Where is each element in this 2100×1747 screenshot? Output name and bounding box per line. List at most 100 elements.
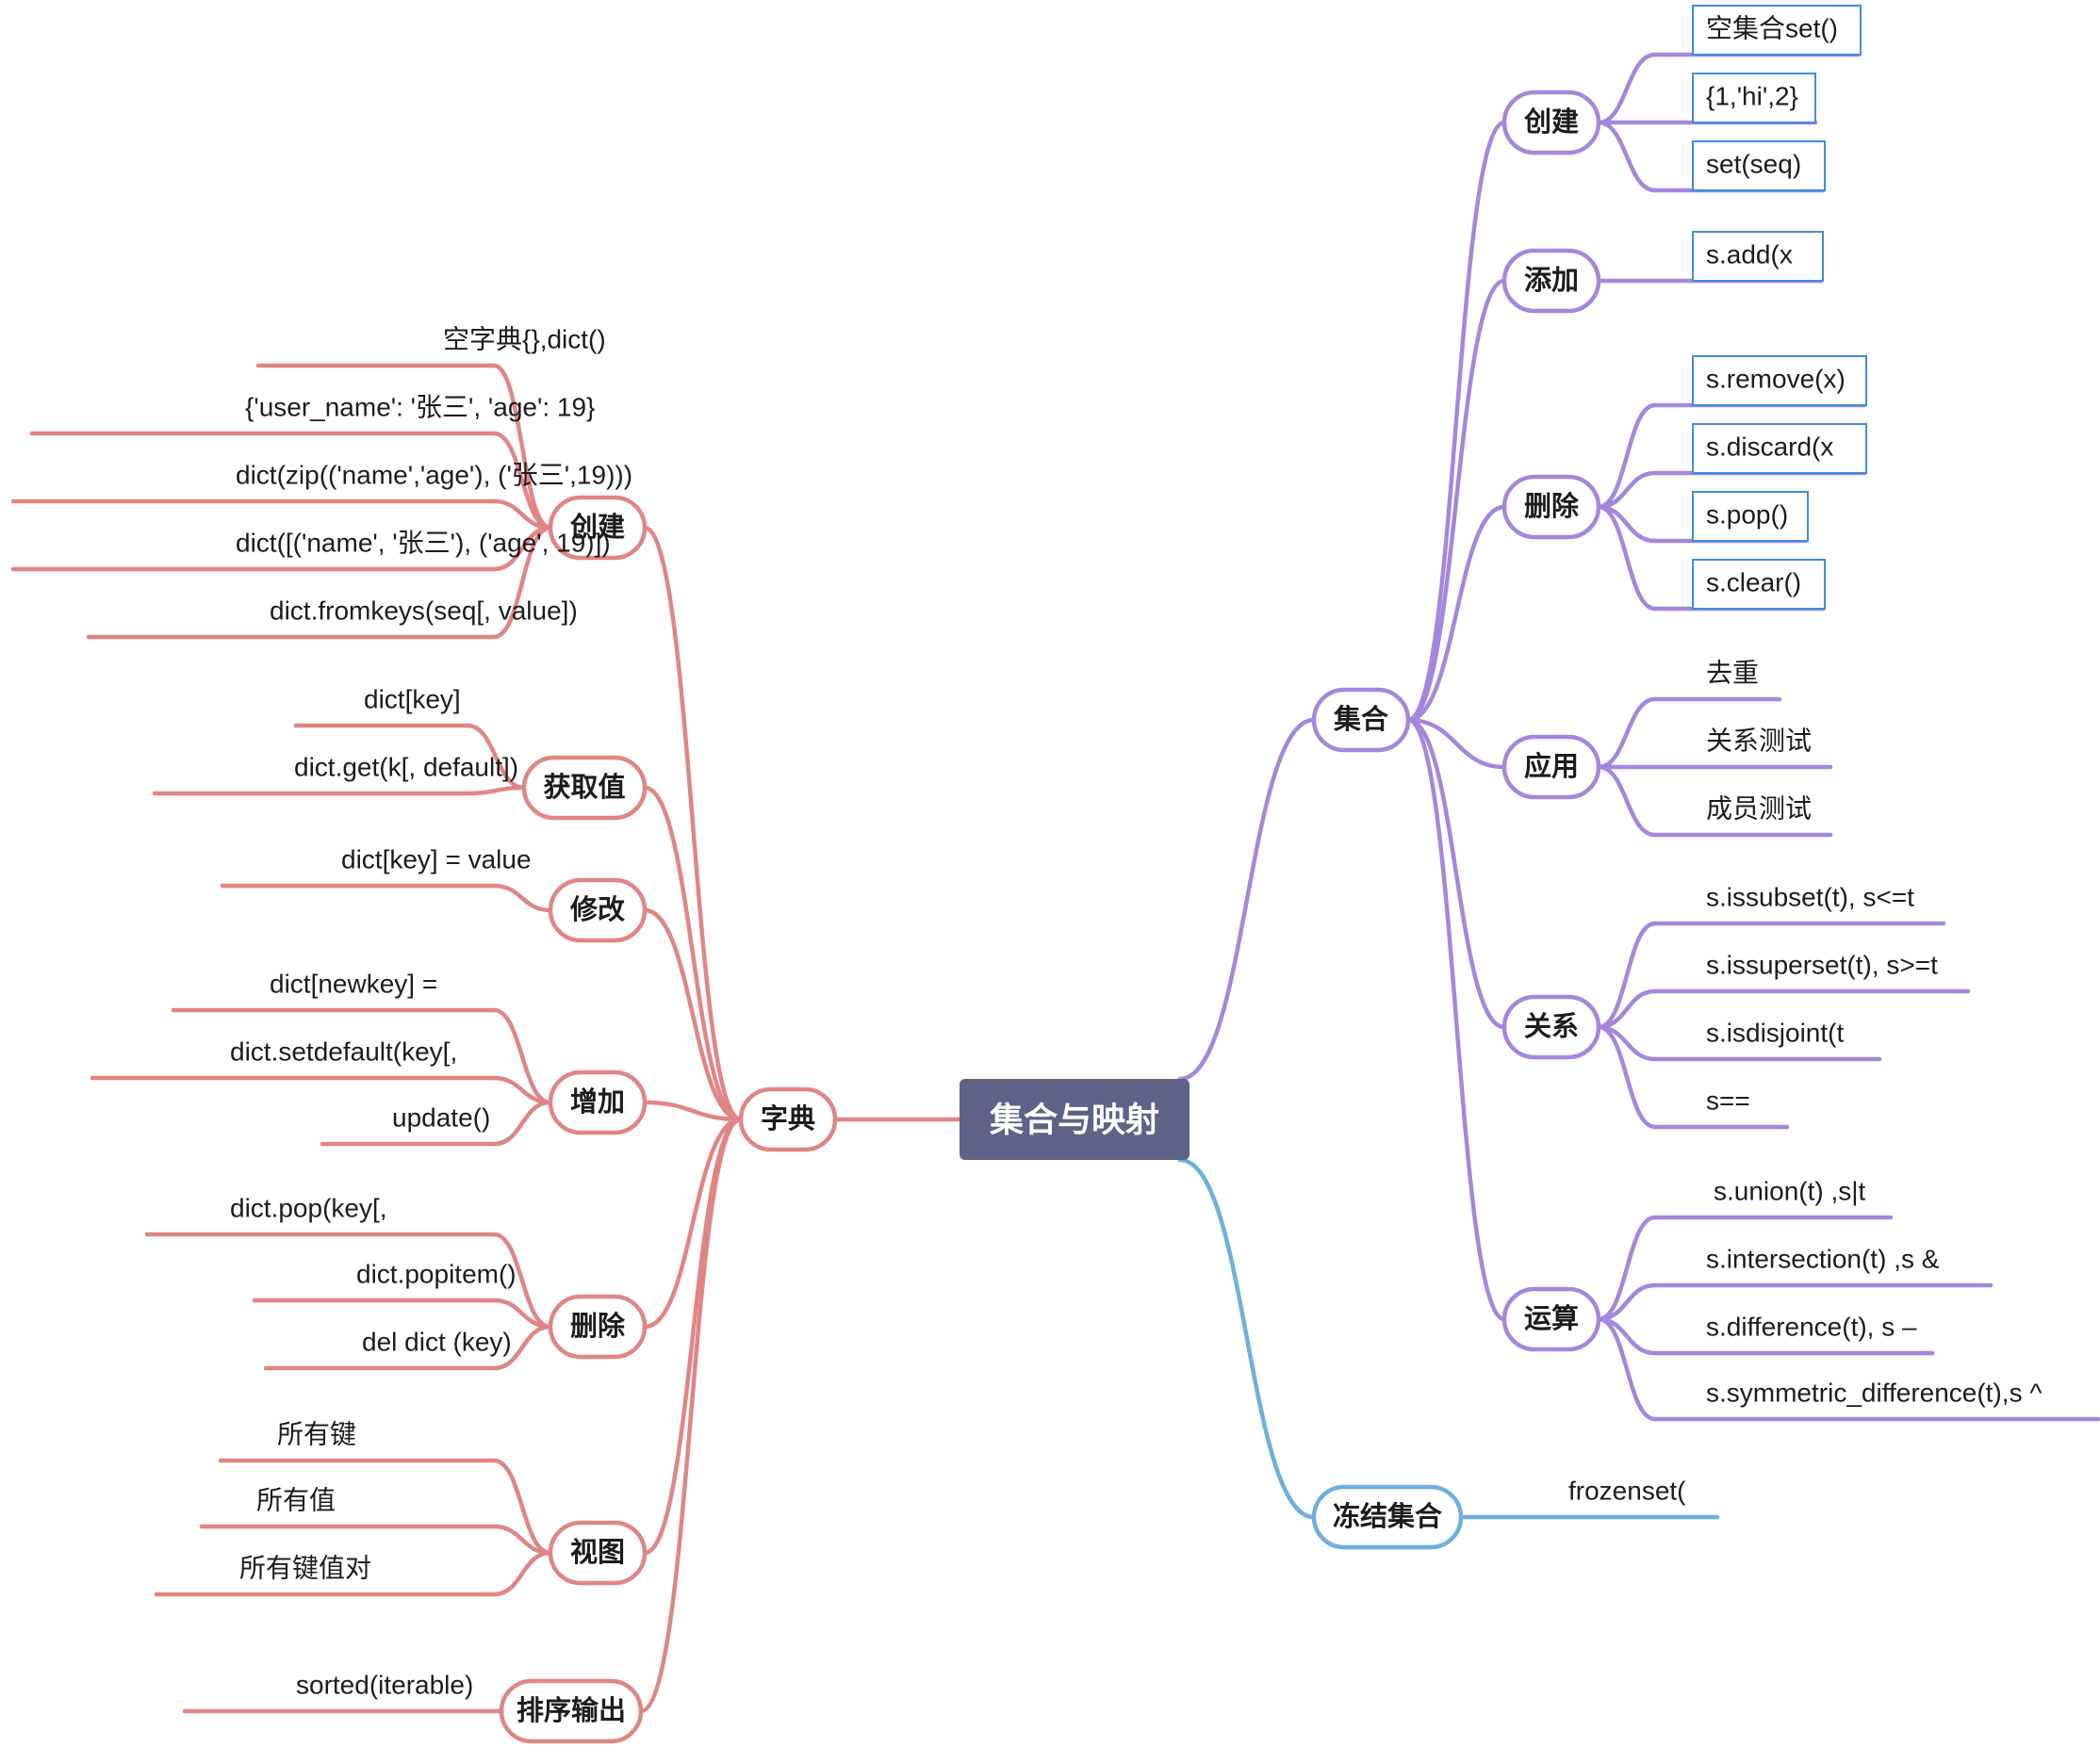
edge-dict-branch-0 xyxy=(642,525,744,1122)
edge-set-leaf-5-3 xyxy=(1596,1316,1658,1422)
dict-leaf-0-0[interactable]: 空字典{},dict() xyxy=(443,325,606,354)
set-branch-5[interactable]: 运算 xyxy=(1501,1286,1601,1352)
dict-leaf-1-0[interactable]: dict[key] xyxy=(364,685,461,714)
dict-leaf-3-1[interactable]: dict.setdefault(key[, xyxy=(230,1037,457,1067)
dict-branch-2-shape xyxy=(548,877,648,943)
root-node-label: 集合与映射 xyxy=(989,1101,1159,1139)
set-leaf-4-3[interactable]: s== xyxy=(1706,1086,1750,1116)
set-leaf-2-1[interactable]: s.discard(x xyxy=(1692,423,1867,474)
set-leaf-2-3[interactable]: s.clear() xyxy=(1692,559,1826,610)
set-leaf-0-0[interactable]: 空集合set() xyxy=(1692,5,1862,56)
set-leaf-4-2[interactable]: s.isdisjoint(t xyxy=(1706,1019,1844,1048)
set-leaf-2-3-text: s.clear() xyxy=(1706,568,1801,597)
set-branch-0-label: 创建 xyxy=(1523,106,1579,138)
edge-set-leaf-2-3 xyxy=(1596,504,1658,612)
dict-branch-4-shape xyxy=(548,1294,648,1360)
dict-branch-4-label: 删除 xyxy=(570,1310,626,1342)
root-node-shape xyxy=(960,1079,1189,1160)
edge-set-leaf-3-2 xyxy=(1596,764,1658,838)
dict-leaf-4-2[interactable]: del dict (key) xyxy=(362,1328,512,1357)
dict-branch-3-shape xyxy=(548,1069,648,1135)
dict-branch-0[interactable]: 创建 xyxy=(548,495,648,561)
set-branch-3[interactable]: 应用 xyxy=(1501,734,1601,800)
dict-leaf-0-1[interactable]: {'user_name': '张三', 'age': 19} xyxy=(245,393,595,422)
set-node-shape xyxy=(1311,687,1411,753)
set-leaf-0-2-box xyxy=(1692,140,1826,191)
set-leaf-4-0[interactable]: s.issubset(t), s<=t xyxy=(1706,883,1914,912)
set-leaf-5-0[interactable]: s.union(t) ,s|t xyxy=(1714,1177,1866,1206)
dict-leaf-6-0[interactable]: sorted(iterable) xyxy=(296,1671,473,1700)
dict-branch-3-label: 增加 xyxy=(570,1086,625,1118)
dict-leaf-3-2[interactable]: update() xyxy=(392,1103,490,1133)
dict-leaf-1-1[interactable]: dict.get(k[, default]) xyxy=(294,753,518,782)
set-leaf-1-0-box xyxy=(1692,231,1824,282)
set-leaf-1-0[interactable]: s.add(x xyxy=(1692,231,1824,282)
edge-dict-leaf-1-0 xyxy=(465,723,527,791)
edge-dict-branch-2 xyxy=(642,907,744,1122)
edge-set-leaf-4-0 xyxy=(1596,921,1658,1030)
set-leaf-0-2[interactable]: set(seq) xyxy=(1692,140,1826,191)
set-leaf-5-3[interactable]: s.symmetric_difference(t),s ^ xyxy=(1706,1379,2042,1408)
set-branch-2[interactable]: 删除 xyxy=(1501,474,1601,540)
dict-leaf-5-0[interactable]: 所有键 xyxy=(277,1420,356,1449)
set-leaf-2-3-box xyxy=(1692,559,1826,610)
edge-dict-leaf-4-2 xyxy=(491,1324,553,1371)
dict-leaf-4-0[interactable]: dict.pop(key[, xyxy=(230,1194,387,1223)
set-leaf-2-1-text: s.discard(x xyxy=(1706,433,1833,462)
dict-node-shape xyxy=(738,1086,838,1152)
set-branch-5-label: 运算 xyxy=(1524,1302,1579,1334)
edge-set-branch-4 xyxy=(1405,717,1507,1030)
dict-branch-1[interactable]: 获取值 xyxy=(521,755,648,821)
set-leaf-3-2[interactable]: 成员测试 xyxy=(1706,794,1812,824)
frozen-leaf-0[interactable]: frozenset( xyxy=(1568,1477,1686,1506)
dict-leaf-4-1[interactable]: dict.popitem() xyxy=(356,1260,517,1289)
edge-root-frozen xyxy=(1177,1157,1317,1520)
edge-set-branch-3 xyxy=(1405,717,1507,770)
set-leaf-2-2[interactable]: s.pop() xyxy=(1692,491,1809,542)
edge-dict-branch-1 xyxy=(642,785,744,1122)
dict-branch-0-label: 创建 xyxy=(569,512,625,543)
edge-dict-leaf-4-0 xyxy=(491,1232,553,1330)
set-branch-2-label: 删除 xyxy=(1524,490,1580,522)
dict-branch-3[interactable]: 增加 xyxy=(548,1069,648,1135)
dict-branch-1-label: 获取值 xyxy=(543,772,625,803)
dict-branch-5[interactable]: 视图 xyxy=(548,1520,648,1586)
set-leaf-5-2[interactable]: s.difference(t), s – xyxy=(1706,1313,1917,1342)
set-leaf-4-1[interactable]: s.issuperset(t), s>=t xyxy=(1706,951,1938,980)
set-branch-1-label: 添加 xyxy=(1524,265,1579,296)
dict-leaf-0-3[interactable]: dict([('name', '张三'), ('age', 19)]) xyxy=(236,529,611,558)
frozen-node[interactable]: 冻结集合 xyxy=(1311,1484,1464,1550)
dict-leaf-5-1[interactable]: 所有值 xyxy=(256,1486,336,1515)
set-branch-1[interactable]: 添加 xyxy=(1501,248,1601,314)
dict-leaf-2-0[interactable]: dict[key] = value xyxy=(341,845,532,874)
set-branch-1-shape xyxy=(1501,248,1601,314)
edge-root-set xyxy=(1177,717,1317,1082)
edge-dict-branch-5 xyxy=(642,1117,744,1556)
set-branch-5-shape xyxy=(1501,1286,1601,1352)
set-node[interactable]: 集合 xyxy=(1311,687,1411,753)
dict-leaf-0-2[interactable]: dict(zip(('name','age'), ('张三',19))) xyxy=(236,461,632,490)
set-branch-4[interactable]: 关系 xyxy=(1501,994,1601,1060)
dict-leaf-0-4[interactable]: dict.fromkeys(seq[, value]) xyxy=(270,596,578,626)
set-branch-0[interactable]: 创建 xyxy=(1501,90,1601,155)
set-leaf-2-2-text: s.pop() xyxy=(1706,500,1788,530)
set-leaf-0-1[interactable]: {1,'hi',2} xyxy=(1692,73,1816,123)
dict-branch-6[interactable]: 排序输出 xyxy=(499,1678,644,1744)
dict-leaf-5-2[interactable]: 所有键值对 xyxy=(239,1554,371,1583)
set-leaf-2-0[interactable]: s.remove(x) xyxy=(1692,355,1867,406)
set-leaf-3-1[interactable]: 关系测试 xyxy=(1706,727,1812,756)
edge-set-branch-0 xyxy=(1405,120,1507,723)
dict-branch-6-shape xyxy=(499,1678,644,1744)
edge-dict-leaf-2-0 xyxy=(491,883,553,913)
dict-branch-0-shape xyxy=(548,495,648,561)
set-leaf-0-0-text: 空集合set() xyxy=(1706,14,1838,43)
dict-branch-6-label: 排序输出 xyxy=(517,1694,626,1726)
set-leaf-3-0[interactable]: 去重 xyxy=(1706,659,1759,688)
root-node[interactable]: 集合与映射 xyxy=(960,1079,1189,1160)
dict-node[interactable]: 字典 xyxy=(738,1086,838,1152)
dict-branch-4[interactable]: 删除 xyxy=(548,1294,648,1360)
set-leaf-5-1[interactable]: s.intersection(t) ,s & xyxy=(1706,1245,1940,1274)
dict-branch-2[interactable]: 修改 xyxy=(548,877,648,943)
dict-leaf-3-0[interactable]: dict[newkey] = xyxy=(270,970,437,999)
